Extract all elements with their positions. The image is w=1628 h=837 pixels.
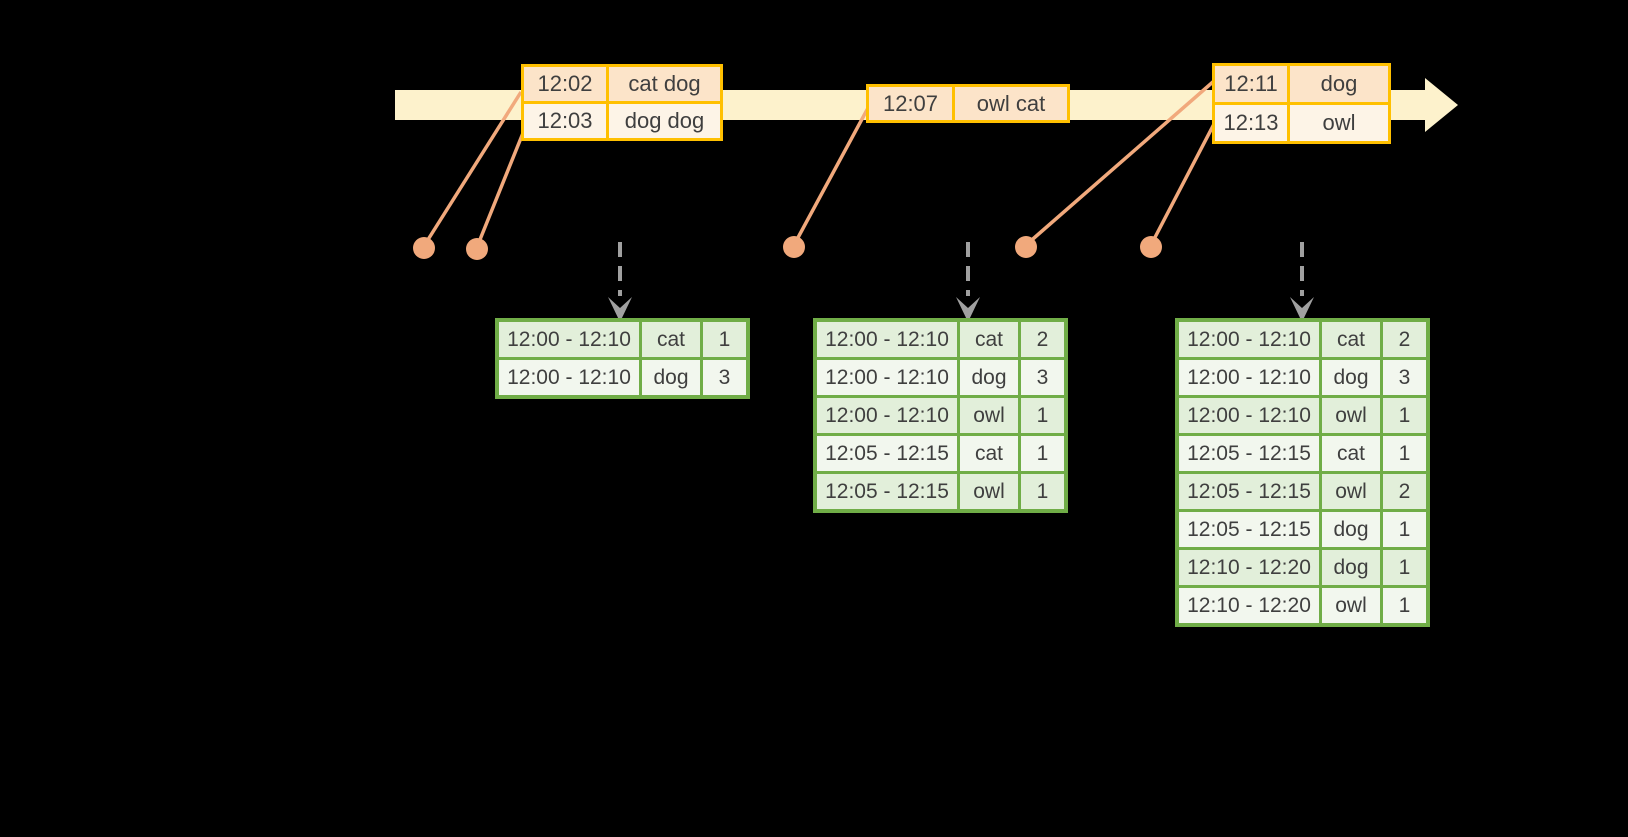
- count-cell: 1: [703, 322, 746, 357]
- event-words-cell: dog: [1290, 66, 1388, 102]
- word-cell: dog: [960, 360, 1018, 395]
- timeline-arrowhead-icon: [1425, 78, 1458, 132]
- word-cell: cat: [960, 436, 1018, 471]
- word-cell: dog: [642, 360, 700, 395]
- window-cell: 12:05 - 12:15: [1179, 474, 1319, 509]
- word-cell: dog: [1322, 512, 1380, 547]
- count-cell: 1: [1021, 398, 1064, 433]
- word-cell: owl: [960, 398, 1018, 433]
- event-words-cell: cat dog: [609, 67, 720, 101]
- window-cell: 12:00 - 12:10: [499, 360, 639, 395]
- window-cell: 12:00 - 12:10: [1179, 398, 1319, 433]
- window-cell: 12:00 - 12:10: [1179, 360, 1319, 395]
- count-cell: 3: [1021, 360, 1064, 395]
- trigger-arrowhead-icon: [608, 297, 632, 322]
- word-cell: cat: [1322, 436, 1380, 471]
- connector-line: [1024, 79, 1216, 247]
- count-cell: 1: [1383, 550, 1426, 585]
- window-cell: 12:00 - 12:10: [817, 398, 957, 433]
- event-dot: [466, 238, 488, 260]
- event-words-cell: owl cat: [955, 87, 1067, 120]
- event-dot: [413, 237, 435, 259]
- window-cell: 12:05 - 12:15: [1179, 512, 1319, 547]
- count-cell: 2: [1383, 474, 1426, 509]
- event-time-cell: 12:07: [869, 87, 952, 120]
- word-cell: owl: [1322, 398, 1380, 433]
- event-time-cell: 12:03: [524, 104, 606, 138]
- count-cell: 2: [1021, 322, 1064, 357]
- window-cell: 12:00 - 12:10: [499, 322, 639, 357]
- window-cell: 12:00 - 12:10: [817, 322, 957, 357]
- count-cell: 3: [1383, 360, 1426, 395]
- window-cell: 12:05 - 12:15: [817, 436, 957, 471]
- count-cell: 1: [1383, 436, 1426, 471]
- event-words-cell: owl: [1290, 105, 1388, 141]
- window-cell: 12:05 - 12:15: [817, 474, 957, 509]
- connector-line: [422, 91, 523, 247]
- count-cell: 1: [1021, 474, 1064, 509]
- trigger-arrowhead-icon: [1290, 297, 1314, 322]
- event-dot: [1015, 236, 1037, 258]
- trigger-arrowhead-icon: [956, 297, 980, 322]
- word-cell: owl: [1322, 588, 1380, 623]
- count-cell: 1: [1383, 398, 1426, 433]
- event-time-cell: 12:13: [1215, 105, 1287, 141]
- word-cell: cat: [1322, 322, 1380, 357]
- word-cell: owl: [1322, 474, 1380, 509]
- window-cell: 12:10 - 12:20: [1179, 550, 1319, 585]
- connector-line: [475, 132, 525, 248]
- word-cell: cat: [960, 322, 1018, 357]
- window-cell: 12:00 - 12:10: [817, 360, 957, 395]
- event-dot: [783, 236, 805, 258]
- window-cell: 12:00 - 12:10: [1179, 322, 1319, 357]
- count-cell: 1: [1383, 512, 1426, 547]
- word-cell: cat: [642, 322, 700, 357]
- connector-line: [1149, 123, 1216, 246]
- word-cell: dog: [1322, 360, 1380, 395]
- event-dot: [1140, 236, 1162, 258]
- word-cell: dog: [1322, 550, 1380, 585]
- connector-line: [792, 107, 870, 246]
- window-cell: 12:05 - 12:15: [1179, 436, 1319, 471]
- count-cell: 1: [1383, 588, 1426, 623]
- word-cell: owl: [960, 474, 1018, 509]
- event-words-cell: dog dog: [609, 104, 720, 138]
- count-cell: 3: [703, 360, 746, 395]
- count-cell: 1: [1021, 436, 1064, 471]
- event-time-cell: 12:11: [1215, 66, 1287, 102]
- event-time-cell: 12:02: [524, 67, 606, 101]
- count-cell: 2: [1383, 322, 1426, 357]
- window-cell: 12:10 - 12:20: [1179, 588, 1319, 623]
